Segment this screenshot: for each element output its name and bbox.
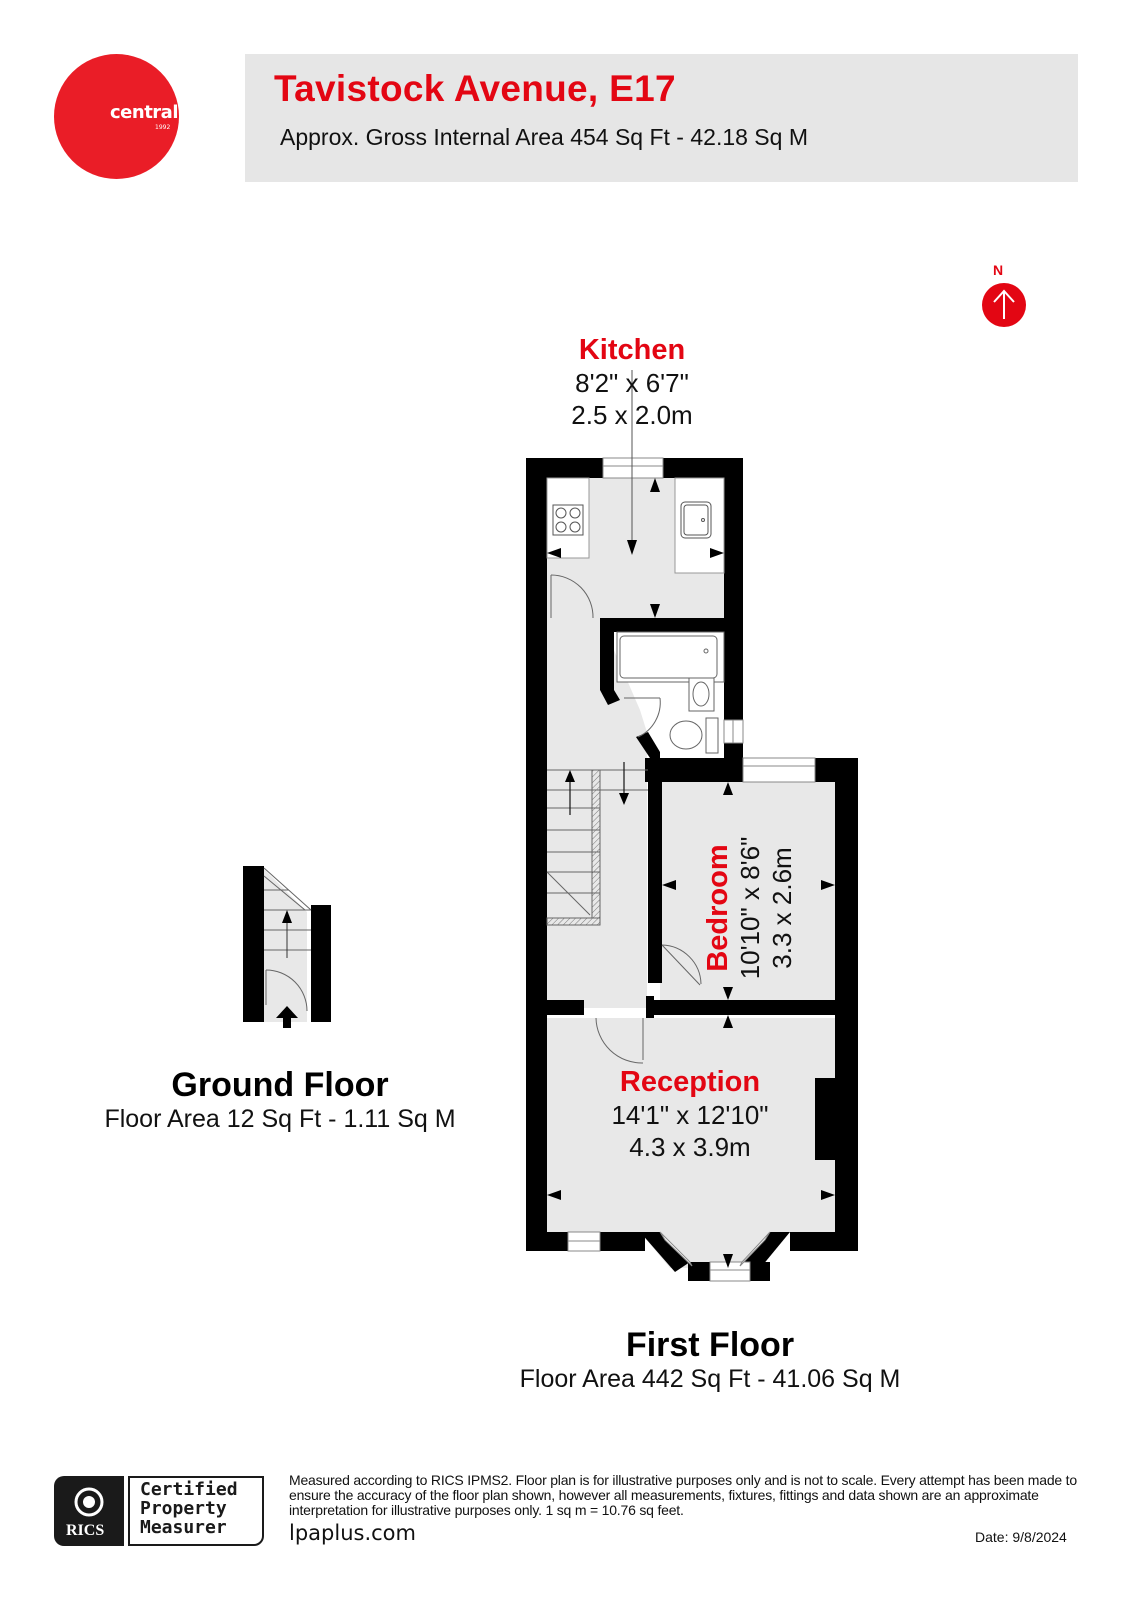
badge-line3: Measurer [140, 1517, 227, 1538]
rics-certified-badge: RICS Certified Property Measurer [54, 1476, 264, 1546]
room-dim-imperial: 8'2" x 6'7" [575, 368, 689, 398]
north-arrow-icon [982, 283, 1026, 327]
certification-box: Certified Property Measurer [128, 1476, 264, 1546]
logo-year: 1992 [155, 124, 171, 131]
kitchen-label: Kitchen 8'2" x 6'7" 2.5 x 2.0m [532, 334, 732, 431]
room-dim-imperial: 14'1" x 12'10" [611, 1100, 769, 1130]
disclaimer-text: Measured according to RICS IPMS2. Floor … [289, 1472, 1077, 1518]
room-dim-metric: 4.3 x 3.9m [629, 1132, 751, 1162]
floor-area: Floor Area 12 Sq Ft - 1.11 Sq M [104, 1105, 456, 1133]
property-title: Tavistock Avenue, E17 [274, 68, 676, 109]
ground-floor-plan [243, 866, 331, 1028]
bedroom-label: Bedroom 10'10" x 8'6" 3.3 x 2.6m [702, 778, 798, 1038]
room-name: Reception [619, 1066, 761, 1098]
rics-text: RICS [66, 1522, 105, 1539]
reception-label: Reception 14'1" x 12'10" 4.3 x 3.9m [590, 1066, 790, 1163]
header-banner: Tavistock Avenue, E17 Approx. Gross Inte… [245, 54, 1078, 182]
gross-area: Approx. Gross Internal Area 454 Sq Ft - … [280, 124, 808, 150]
north-label: N [993, 262, 1004, 278]
badge-line2: Property [140, 1498, 227, 1519]
badge-line1: Certified [140, 1479, 238, 1500]
first-floor-plan [526, 370, 858, 1282]
first-floor-label: First Floor Floor Area 442 Sq Ft - 41.06… [490, 1326, 930, 1394]
floor-name: Ground Floor [171, 1066, 389, 1104]
plan-date: Date: 9/8/2024 [975, 1529, 1067, 1545]
central-logo: central 1992 [54, 54, 179, 179]
logo-text: central [110, 102, 179, 123]
floor-area: Floor Area 442 Sq Ft - 41.06 Sq M [519, 1365, 901, 1393]
room-dim-imperial: 10'10" x 8'6" [735, 836, 765, 980]
room-name: Kitchen [578, 334, 686, 366]
ground-floor-label: Ground Floor Floor Area 12 Sq Ft - 1.11 … [80, 1066, 480, 1134]
rics-lion-icon: RICS [54, 1476, 124, 1546]
room-dim-metric: 2.5 x 2.0m [571, 400, 693, 430]
website-link[interactable]: lpaplus.com [289, 1521, 416, 1545]
room-dim-metric: 3.3 x 2.6m [767, 847, 797, 969]
floor-name: First Floor [625, 1326, 795, 1364]
room-name: Bedroom [702, 844, 734, 972]
